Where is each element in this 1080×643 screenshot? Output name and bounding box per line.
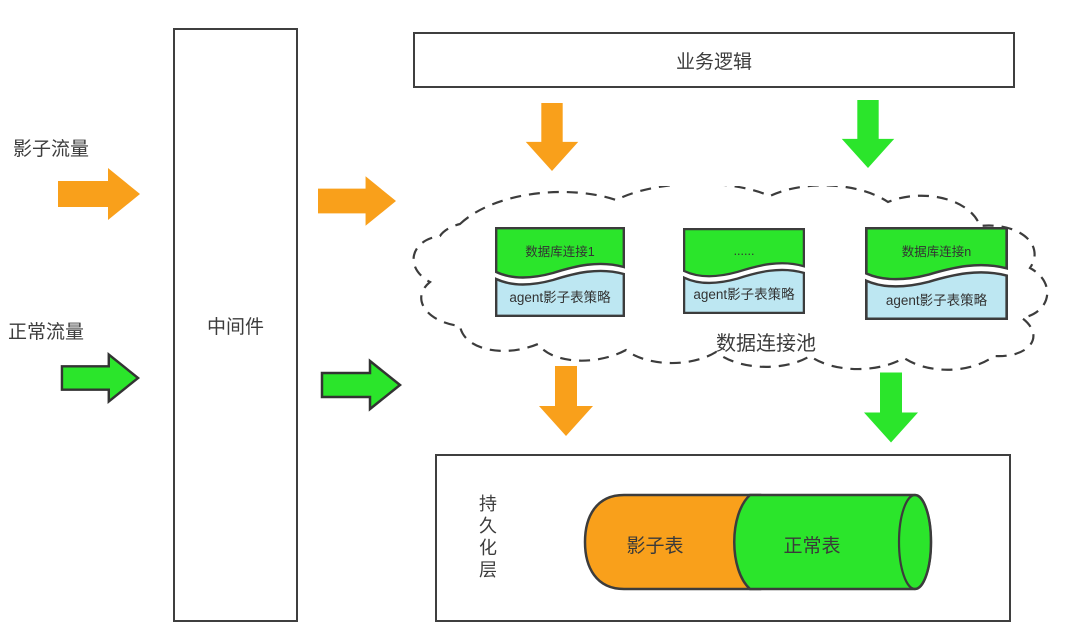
db-connection-block-1: 数据库连接1 agent影子表策略 (495, 227, 625, 317)
db-connection-1-label: 数据库连接1 (525, 244, 595, 259)
wave-split-shape (495, 227, 625, 317)
shadow-traffic-arrow-icon (58, 168, 140, 220)
normal-down-arrow-bottom-icon (864, 372, 918, 443)
shadow-mid-arrow-icon (318, 176, 396, 226)
business-logic-box: 业务逻辑 (413, 32, 1015, 88)
db-connection-block-n: 数据库连接n agent影子表策略 (865, 227, 1008, 320)
db-connection-ellipsis-label: ...... (733, 244, 755, 258)
persistence-layer-label: 持久化层 (479, 494, 498, 580)
shadow-down-arrow-top-icon (525, 103, 579, 171)
db-connection-n-label: 数据库连接n (901, 244, 972, 259)
agent-strategy-2-label: agent影子表策略 (693, 287, 795, 302)
shadow-table-label: 影子表 (626, 536, 684, 557)
shadow-down-arrow-bottom-icon (539, 366, 593, 436)
middleware-box: 中间件 (173, 28, 298, 622)
normal-traffic-label: 正常流量 (8, 322, 85, 343)
normal-traffic-arrow-icon (60, 352, 140, 404)
db-connection-block-2: ...... agent影子表策略 (683, 228, 805, 314)
table-cylinder (583, 493, 933, 591)
normal-table-label: 正常表 (783, 536, 841, 557)
wave-split-shape (683, 228, 805, 314)
agent-strategy-n-label: agent影子表策略 (885, 293, 988, 308)
normal-mid-arrow-icon (320, 358, 402, 412)
business-logic-label: 业务逻辑 (675, 51, 752, 73)
shadow-traffic-label: 影子流量 (13, 139, 90, 160)
wave-split-shape (865, 227, 1008, 320)
agent-strategy-1-label: agent影子表策略 (509, 290, 611, 305)
middleware-label: 中间件 (206, 316, 264, 338)
connection-pool-label: 数据连接池 (716, 333, 816, 355)
normal-down-arrow-top-icon (841, 100, 895, 168)
connection-pool-cloud (412, 186, 1049, 371)
